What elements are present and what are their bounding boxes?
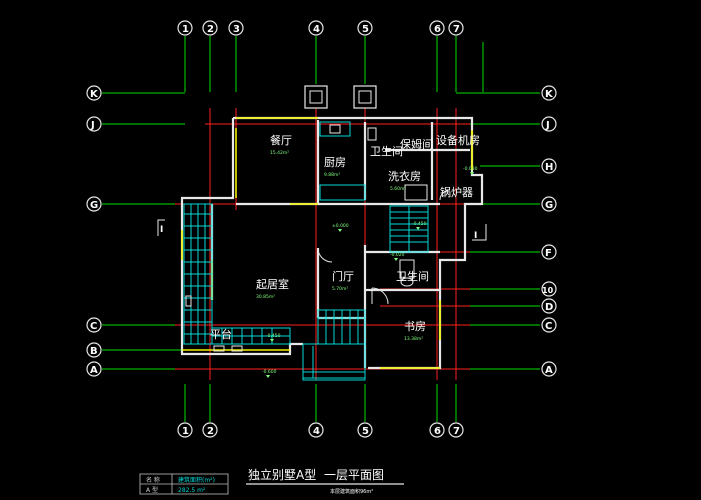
kitchen-fixtures: [185, 121, 428, 352]
section-mark-right: I: [474, 231, 477, 241]
axis-bubble-left-C: C: [90, 321, 97, 332]
title-block: 名 称 建筑面积(m²) A 型 282.5 m²: [139, 473, 229, 495]
elevation-markers: ±0.000 -0.450 -0.030 -0.450 -0.600 -0.02…: [262, 166, 478, 378]
room-dining-area: 15.42m²: [270, 150, 289, 156]
axis-bubble-right-C: C: [545, 321, 552, 332]
axis-bubble-left-B: B: [90, 346, 98, 357]
section-mark-left: I: [160, 225, 163, 235]
room-living: 起居室: [256, 277, 289, 291]
elevation-4: -0.450: [412, 221, 427, 227]
room-boiler: 锅炉器: [440, 186, 473, 199]
axis-bubble-left-J: J: [90, 120, 95, 131]
axis-bubble-bottom-4: 4: [313, 426, 320, 437]
drawing-title: 独立别墅A型 一层平面图 本层建筑面积96m²: [246, 467, 404, 495]
axis-bubble-left-K: K: [90, 89, 99, 100]
drawing-title-main: 独立别墅A型: [248, 467, 316, 482]
drawing-title-sub: 一层平面图: [324, 468, 384, 482]
top-axis-bubbles: 1 2 3 4 5 6 7: [177, 20, 464, 36]
room-bath2: 卫生间: [396, 269, 429, 283]
room-dining: 餐厅: [270, 133, 292, 147]
elevation-3: -0.030: [463, 166, 478, 172]
elevation-6: -0.020: [390, 252, 405, 258]
title-block-label-2: A 型: [146, 486, 158, 494]
axis-bubble-top-5: 5: [362, 24, 369, 35]
section-marks: I I: [157, 219, 487, 241]
title-block-value-1: 建筑面积(m²): [178, 476, 215, 484]
axis-bubble-bottom-7: 7: [453, 426, 460, 437]
room-laundry-area: 5.60m²: [390, 186, 406, 192]
axis-grid-lines: [102, 36, 540, 422]
elevation-2: -0.450: [266, 333, 281, 339]
axis-bubble-right-J: J: [545, 120, 550, 131]
axis-bubble-top-7: 7: [453, 24, 460, 35]
room-equipment: 设备机房: [436, 133, 480, 147]
axis-bubble-right-D: D: [545, 302, 553, 313]
title-block-label-1: 名 称: [146, 476, 160, 484]
axis-bubble-top-1: 1: [182, 24, 189, 35]
axis-bubble-bottom-2: 2: [207, 426, 214, 437]
axis-bubble-left-A: A: [90, 365, 98, 376]
axis-bubble-bottom-6: 6: [434, 426, 441, 437]
room-study: 书房: [404, 320, 426, 333]
entrance-steps: [302, 309, 366, 381]
chimney-symbols: [304, 85, 377, 109]
room-foyer: 门厅: [332, 269, 354, 283]
windows: [181, 117, 473, 369]
axis-bubble-right-H: H: [545, 162, 553, 173]
axis-bubble-right-G: G: [545, 200, 553, 211]
room-terrace: 平台: [210, 327, 232, 341]
interior-stair: [389, 205, 429, 253]
title-block-value-2: 282.5 m²: [178, 487, 206, 494]
axis-bubble-left-G: G: [90, 200, 98, 211]
room-foyer-area: 5.70m²: [332, 286, 348, 292]
room-kitchen: 厨房: [324, 156, 346, 169]
room-laundry: 洗衣房: [388, 169, 421, 183]
axis-bubble-right-K: K: [545, 89, 554, 100]
axis-bubble-bottom-1: 1: [182, 426, 189, 437]
axis-bubble-top-2: 2: [207, 24, 214, 35]
axis-bubble-top-4: 4: [313, 24, 320, 35]
axis-bubble-bottom-5: 5: [362, 426, 369, 437]
axis-bubble-right-F: F: [545, 248, 552, 259]
room-bath1: 卫生间: [370, 144, 403, 158]
elevation-5: -0.600: [262, 369, 277, 375]
door-swings: [317, 189, 451, 305]
right-axis-bubbles: K J H G F 10 D C A: [541, 85, 557, 377]
left-axis-bubbles: K J G C B A: [86, 85, 102, 377]
room-labels: 餐厅 15.42m² 厨房 9.88m² 卫生间 保姆间 设备机房 洗衣房 5.…: [210, 133, 480, 342]
drawing-note: 本层建筑面积96m²: [330, 488, 373, 495]
axis-bubble-top-3: 3: [233, 24, 240, 35]
room-kitchen-area: 9.88m²: [324, 172, 340, 178]
elevation-1: ±0.000: [332, 223, 349, 229]
axis-bubble-right-A: A: [545, 365, 553, 376]
room-living-area: 30.85m²: [256, 294, 275, 300]
terrace-tiles: [183, 203, 291, 345]
axis-bubble-top-6: 6: [434, 24, 441, 35]
room-storage: 保姆间: [400, 137, 433, 151]
bottom-axis-bubbles: 1 2 4 5 6 7: [177, 422, 464, 438]
room-study-area: 13.38m²: [404, 336, 423, 342]
axis-bubble-right-10: 10: [542, 286, 554, 295]
